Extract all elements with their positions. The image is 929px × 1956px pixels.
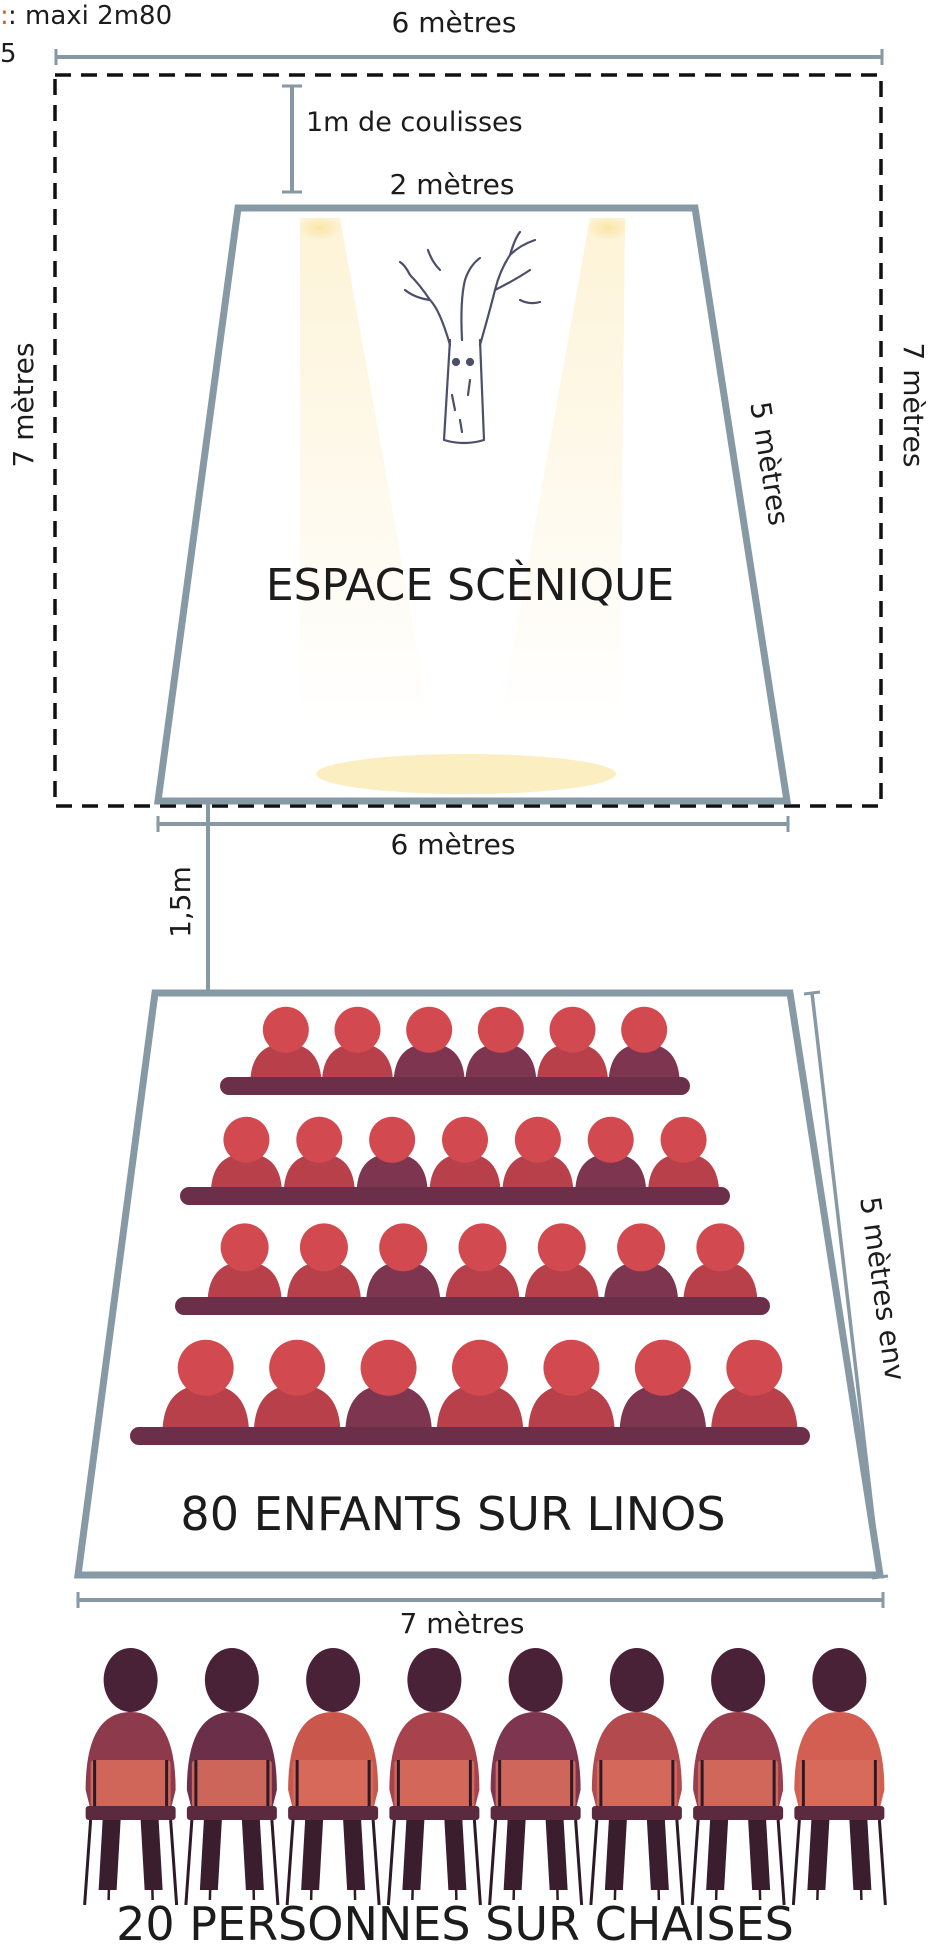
kids-bottom-dimension (76, 1592, 885, 1608)
seated-person-icon (791, 1648, 887, 1906)
stage-side-label: 5 mètres (743, 399, 795, 528)
child-icon (465, 1006, 537, 1085)
right-depth-label: 7 mètres (897, 343, 929, 468)
child-icon (603, 1223, 679, 1305)
child-icon (683, 1223, 758, 1305)
seated-person-icon (690, 1648, 786, 1906)
child-icon (321, 1006, 394, 1085)
spotlights (298, 216, 630, 794)
seated-person-icon (386, 1648, 482, 1906)
top-width-dimension (54, 49, 884, 65)
child-icon (608, 1006, 680, 1085)
child-icon (647, 1116, 720, 1195)
child-icon (345, 1339, 432, 1435)
stage-area (153, 204, 792, 805)
top-width-label: 6 mètres (392, 6, 517, 39)
wings-label: 1m de coulisses (306, 107, 523, 138)
child-icon (575, 1116, 647, 1195)
child-icon (524, 1223, 599, 1305)
child-icon (283, 1116, 355, 1195)
child-icon (250, 1006, 322, 1085)
kids-side-label: 5 mètres env (853, 1195, 911, 1383)
child-icon (710, 1339, 798, 1435)
child-icon (429, 1116, 501, 1195)
seated-person-icon (488, 1648, 584, 1906)
child-icon (366, 1223, 441, 1305)
kids-title: 80 ENFANTS SUR LINOS (180, 1487, 725, 1541)
chairs-title: 20 PERSONNES SUR CHAISES (116, 1897, 794, 1951)
gap-label: 1,5m (164, 866, 197, 938)
bench (180, 1187, 730, 1205)
inner-top-label: 2 mètres (390, 168, 515, 201)
bench (175, 1297, 770, 1315)
child-icon (210, 1116, 283, 1195)
children-rows (130, 1006, 810, 1445)
seated-person-icon (184, 1648, 280, 1906)
kids-bottom-label: 7 mètres (400, 1607, 525, 1640)
child-icon (528, 1339, 615, 1435)
child-icon (207, 1223, 282, 1305)
seated-person-icon (589, 1648, 685, 1906)
bench (130, 1427, 810, 1445)
child-icon (502, 1116, 574, 1195)
child-icon (253, 1339, 341, 1435)
height-note: : maxi 2m80 (8, 1, 172, 31)
child-icon (436, 1339, 524, 1435)
stage-bottom-dimension (156, 816, 790, 832)
seated-people-row (83, 1648, 887, 1906)
kids-side-dimension (803, 990, 889, 1580)
child-icon (286, 1223, 362, 1305)
child-icon (393, 1006, 465, 1085)
stage-bottom-label: 6 mètres (391, 828, 516, 861)
child-icon (356, 1116, 428, 1195)
child-icon (445, 1223, 520, 1305)
cut-note: 5 (0, 39, 17, 69)
seated-person-icon (83, 1648, 179, 1906)
child-icon (162, 1339, 250, 1435)
height-marker: : (0, 1, 9, 31)
stage-title: ESPACE SCÈNIQUE (266, 558, 674, 611)
tree-icon (398, 230, 542, 445)
bench (220, 1077, 690, 1095)
seated-person-icon (285, 1648, 381, 1906)
child-icon (536, 1006, 609, 1085)
wings-dimension (282, 84, 302, 194)
child-icon (619, 1339, 707, 1435)
left-depth-label: 7 mètres (7, 343, 40, 468)
